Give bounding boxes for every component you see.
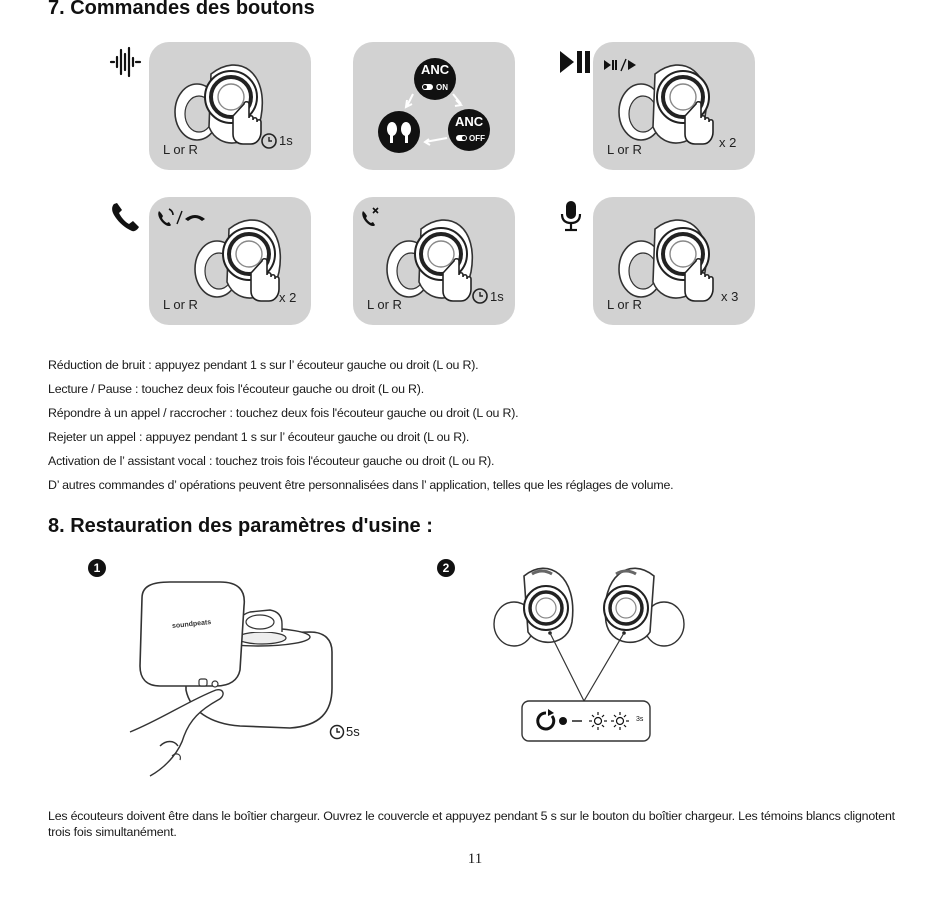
panel-anc-cycle: ANC ON ANC OFF (353, 42, 515, 170)
hold-time-label: 5s (346, 724, 360, 739)
lr-label: L or R (163, 142, 198, 157)
step-number-1: 1 (88, 559, 106, 577)
earbud-press-icon (174, 64, 277, 149)
off-label: OFF (469, 134, 485, 143)
lr-label: L or R (607, 297, 642, 312)
phone-icon (112, 203, 139, 232)
earbud-tap-icon (618, 219, 714, 302)
anc-off-label: ANC (455, 114, 484, 129)
panel-answer-call: L or R x 2 (149, 197, 311, 325)
panel-noise-reduction: L or R 1s (149, 42, 311, 170)
page-number: 11 (467, 851, 483, 867)
blink-time-label: 3s (636, 716, 644, 723)
clock-icon (329, 724, 345, 740)
anc-on-label: ANC (421, 62, 450, 77)
reset-paragraph: Les écouteurs doivent être dans le boîti… (48, 809, 895, 839)
earbud-press-icon (362, 207, 488, 304)
instruction-line: Répondre à un appel / raccrocher : touch… (48, 406, 519, 420)
lr-label: L or R (163, 297, 198, 312)
panel-play-pause: L or R x 2 (593, 42, 755, 170)
instruction-line: Réduction de bruit : appuyez pendant 1 s… (48, 358, 479, 372)
tap-count: x 3 (721, 289, 739, 304)
earbud-tap-icon (604, 58, 714, 145)
step-number-2: 2 (437, 559, 455, 577)
panel-voice-assistant: L or R x 3 (593, 197, 755, 325)
panel-reject-call: L or R 1s (353, 197, 515, 325)
section-8-title: 8. Restauration des paramètres d'usine : (48, 515, 433, 537)
hold-duration: 1s (490, 289, 504, 304)
earbud-tap-icon (158, 208, 282, 302)
lr-label: L or R (367, 297, 402, 312)
tap-count: x 2 (279, 290, 297, 305)
instruction-list: Réduction de bruit : appuyez pendant 1 s… (48, 353, 674, 497)
microphone-icon (560, 201, 582, 232)
charging-case-illustration (129, 581, 333, 777)
tap-count: x 2 (719, 135, 737, 150)
instruction-line: D’ autres commandes d’ opérations peuven… (48, 478, 674, 492)
instruction-line: Lecture / Pause : touchez deux fois l'éc… (48, 382, 424, 396)
hold-duration: 1s (279, 133, 293, 148)
section-7-title: 7. Commandes des boutons (48, 0, 315, 19)
sound-wave-icon (109, 46, 142, 78)
on-label: ON (436, 83, 448, 92)
earbuds-led-illustration (493, 567, 685, 742)
play-pause-icon (560, 51, 590, 73)
instruction-line: Rejeter un appel : appuyez pendant 1 s s… (48, 430, 470, 444)
instruction-line: Activation de l’ assistant vocal : touch… (48, 454, 495, 468)
anc-cycle-diagram (378, 58, 490, 153)
lr-label: L or R (607, 142, 642, 157)
